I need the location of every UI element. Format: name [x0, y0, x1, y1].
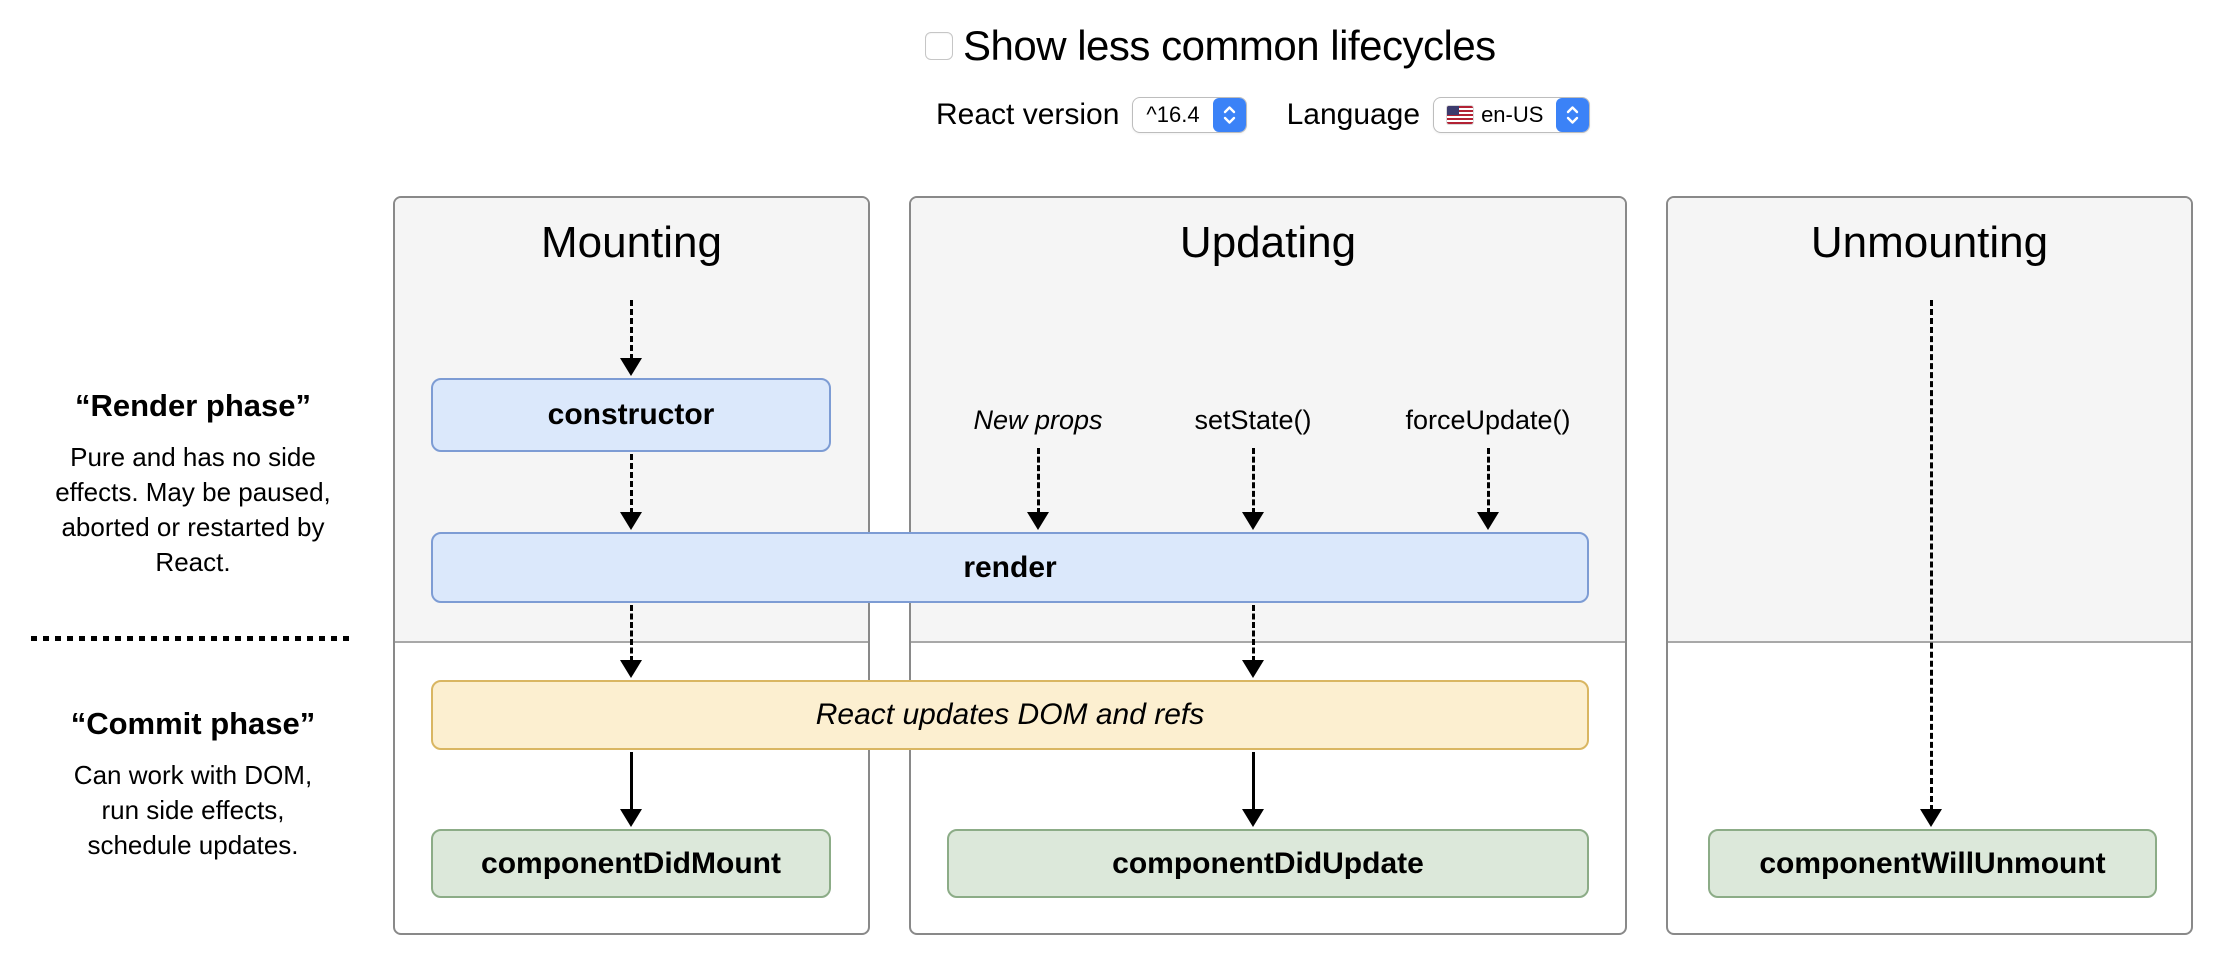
node-constructor[interactable]: constructor: [431, 378, 831, 452]
phase-divider: [31, 636, 352, 641]
select-stepper-icon: [1212, 98, 1246, 132]
language-select[interactable]: en-US: [1433, 97, 1591, 133]
render-phase-title: “Render phase”: [74, 388, 311, 423]
react-version-select[interactable]: ^16.4: [1132, 97, 1247, 133]
column-title-mounting: Mounting: [540, 218, 722, 267]
controls-row: React version ^16.4 Language en-US: [936, 97, 1591, 133]
column-title-updating: Updating: [1179, 218, 1357, 267]
trigger-forceupdate-link[interactable]: forceUpdate(): [1405, 405, 1571, 435]
language-value: en-US: [1481, 102, 1544, 127]
commit-phase-title: “Commit phase”: [70, 706, 316, 741]
toggle-row: Show less common lifecycles: [925, 22, 1496, 70]
node-component-will-unmount[interactable]: componentWillUnmount: [1708, 829, 2157, 898]
node-render[interactable]: render: [431, 532, 1589, 603]
column-title-unmounting: Unmounting: [1810, 218, 2049, 267]
trigger-setstate-link[interactable]: setState(): [1194, 405, 1312, 435]
react-version-label: React version: [936, 98, 1120, 131]
show-less-common-label[interactable]: Show less common lifecycles: [963, 22, 1496, 69]
us-flag-icon: [1447, 106, 1474, 124]
node-component-did-update[interactable]: componentDidUpdate: [947, 829, 1589, 898]
language-label: Language: [1286, 98, 1421, 131]
show-less-common-checkbox[interactable]: [925, 32, 953, 60]
select-stepper-icon: [1556, 98, 1590, 132]
trigger-new-props: New props: [973, 405, 1103, 435]
render-phase-description: Pure and has no side effects. May be pau…: [55, 442, 331, 577]
commit-phase-description: Can work with DOM, run side effects, sch…: [73, 760, 313, 860]
react-version-value: ^16.4: [1146, 102, 1200, 127]
node-react-updates-dom: React updates DOM and refs: [431, 680, 1589, 750]
node-component-did-mount[interactable]: componentDidMount: [431, 829, 831, 898]
